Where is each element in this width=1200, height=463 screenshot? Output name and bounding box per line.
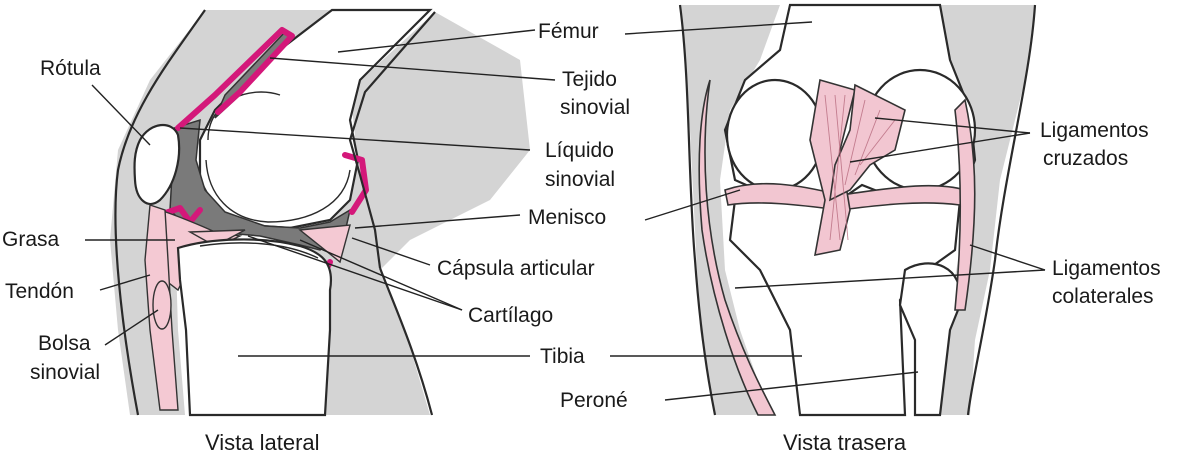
label-liquido-line2: sinovial xyxy=(545,168,615,191)
label-cruzados-line2: cruzados xyxy=(1043,147,1128,170)
label-menisco: Menisco xyxy=(528,206,606,229)
label-liquido-line1: Líquido xyxy=(545,139,614,162)
label-tibia: Tibia xyxy=(540,345,585,368)
label-tendon: Tendón xyxy=(5,280,74,303)
label-tejido-line2: sinovial xyxy=(560,96,630,119)
label-cruzados-line1: Ligamentos xyxy=(1040,119,1149,142)
label-grasa: Grasa xyxy=(2,228,60,251)
label-bolsa-line1: Bolsa xyxy=(38,332,91,355)
caption-lateral-view: Vista lateral xyxy=(205,430,320,455)
caption-rear-view: Vista trasera xyxy=(783,430,907,455)
calf-soft-tissue xyxy=(328,270,430,415)
label-colaterales-line1: Ligamentos xyxy=(1052,257,1161,280)
label-capsula: Cápsula articular xyxy=(437,257,595,280)
label-perone: Peroné xyxy=(560,389,628,412)
tibia-bone xyxy=(178,239,331,415)
rear-view-illustration xyxy=(680,5,1035,415)
label-colaterales-line2: colaterales xyxy=(1052,285,1154,308)
medial-condyle xyxy=(727,80,823,190)
label-femur: Fémur xyxy=(538,20,599,43)
label-rotula: Rótula xyxy=(40,57,101,80)
label-tejido-line1: Tejido xyxy=(562,68,617,91)
label-cartilago: Cartílago xyxy=(468,304,553,327)
bursa-sac xyxy=(153,281,171,329)
label-bolsa-line2: sinovial xyxy=(30,361,100,384)
lateral-view-illustration xyxy=(110,10,530,415)
